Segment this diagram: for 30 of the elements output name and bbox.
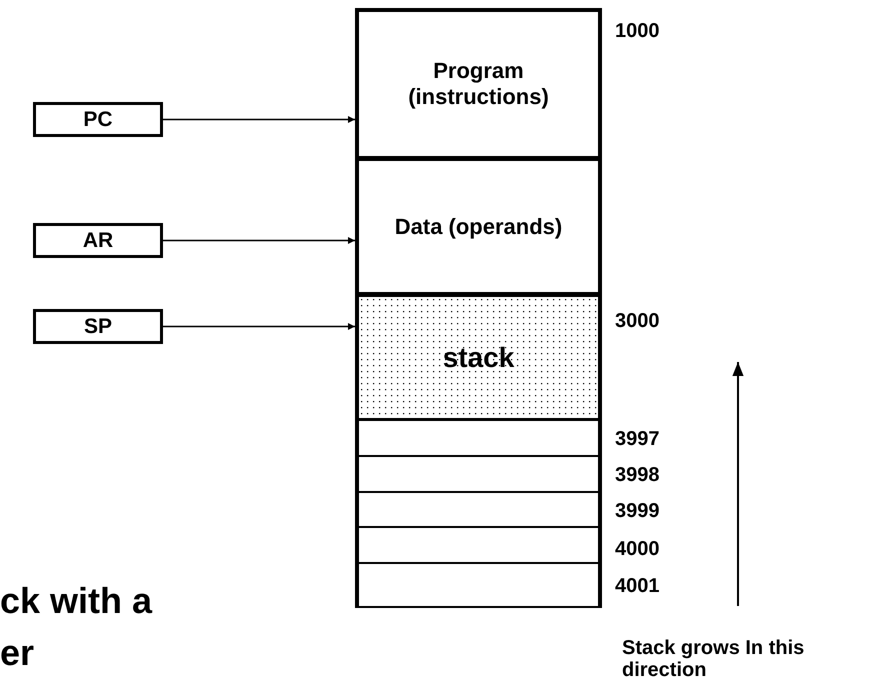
memory-cell xyxy=(355,419,602,458)
memory-cell xyxy=(355,526,602,565)
memory-cell xyxy=(355,562,602,608)
block-label: Data (operands) xyxy=(394,214,564,240)
memory-cell xyxy=(355,491,602,529)
address-label: 4001 xyxy=(615,575,660,598)
register-box xyxy=(33,309,163,344)
heading-text: ck with a xyxy=(0,580,152,622)
block-label: Program (instructions) xyxy=(407,58,550,110)
register-name: AR xyxy=(82,228,114,252)
address-label: 3998 xyxy=(615,464,660,487)
memory-block xyxy=(355,8,602,160)
memory-block xyxy=(355,157,602,296)
address-label: 3000 xyxy=(615,310,660,333)
address-label: 3999 xyxy=(615,500,660,523)
arrow xyxy=(163,116,355,123)
address-label: 1000 xyxy=(615,20,660,43)
register-name: SP xyxy=(84,314,112,338)
arrow xyxy=(163,323,355,330)
register-box xyxy=(33,102,163,137)
stack-block xyxy=(355,293,602,422)
register-box xyxy=(33,223,163,258)
address-label: 3997 xyxy=(615,428,660,451)
note-text: Stack grows In this direction xyxy=(622,637,806,681)
arrow xyxy=(163,237,355,244)
address-label: 4000 xyxy=(615,538,660,561)
memory-cell xyxy=(355,455,602,494)
heading-text: er xyxy=(0,632,34,674)
register-name: PC xyxy=(83,108,113,132)
block-label: stack xyxy=(442,342,514,374)
